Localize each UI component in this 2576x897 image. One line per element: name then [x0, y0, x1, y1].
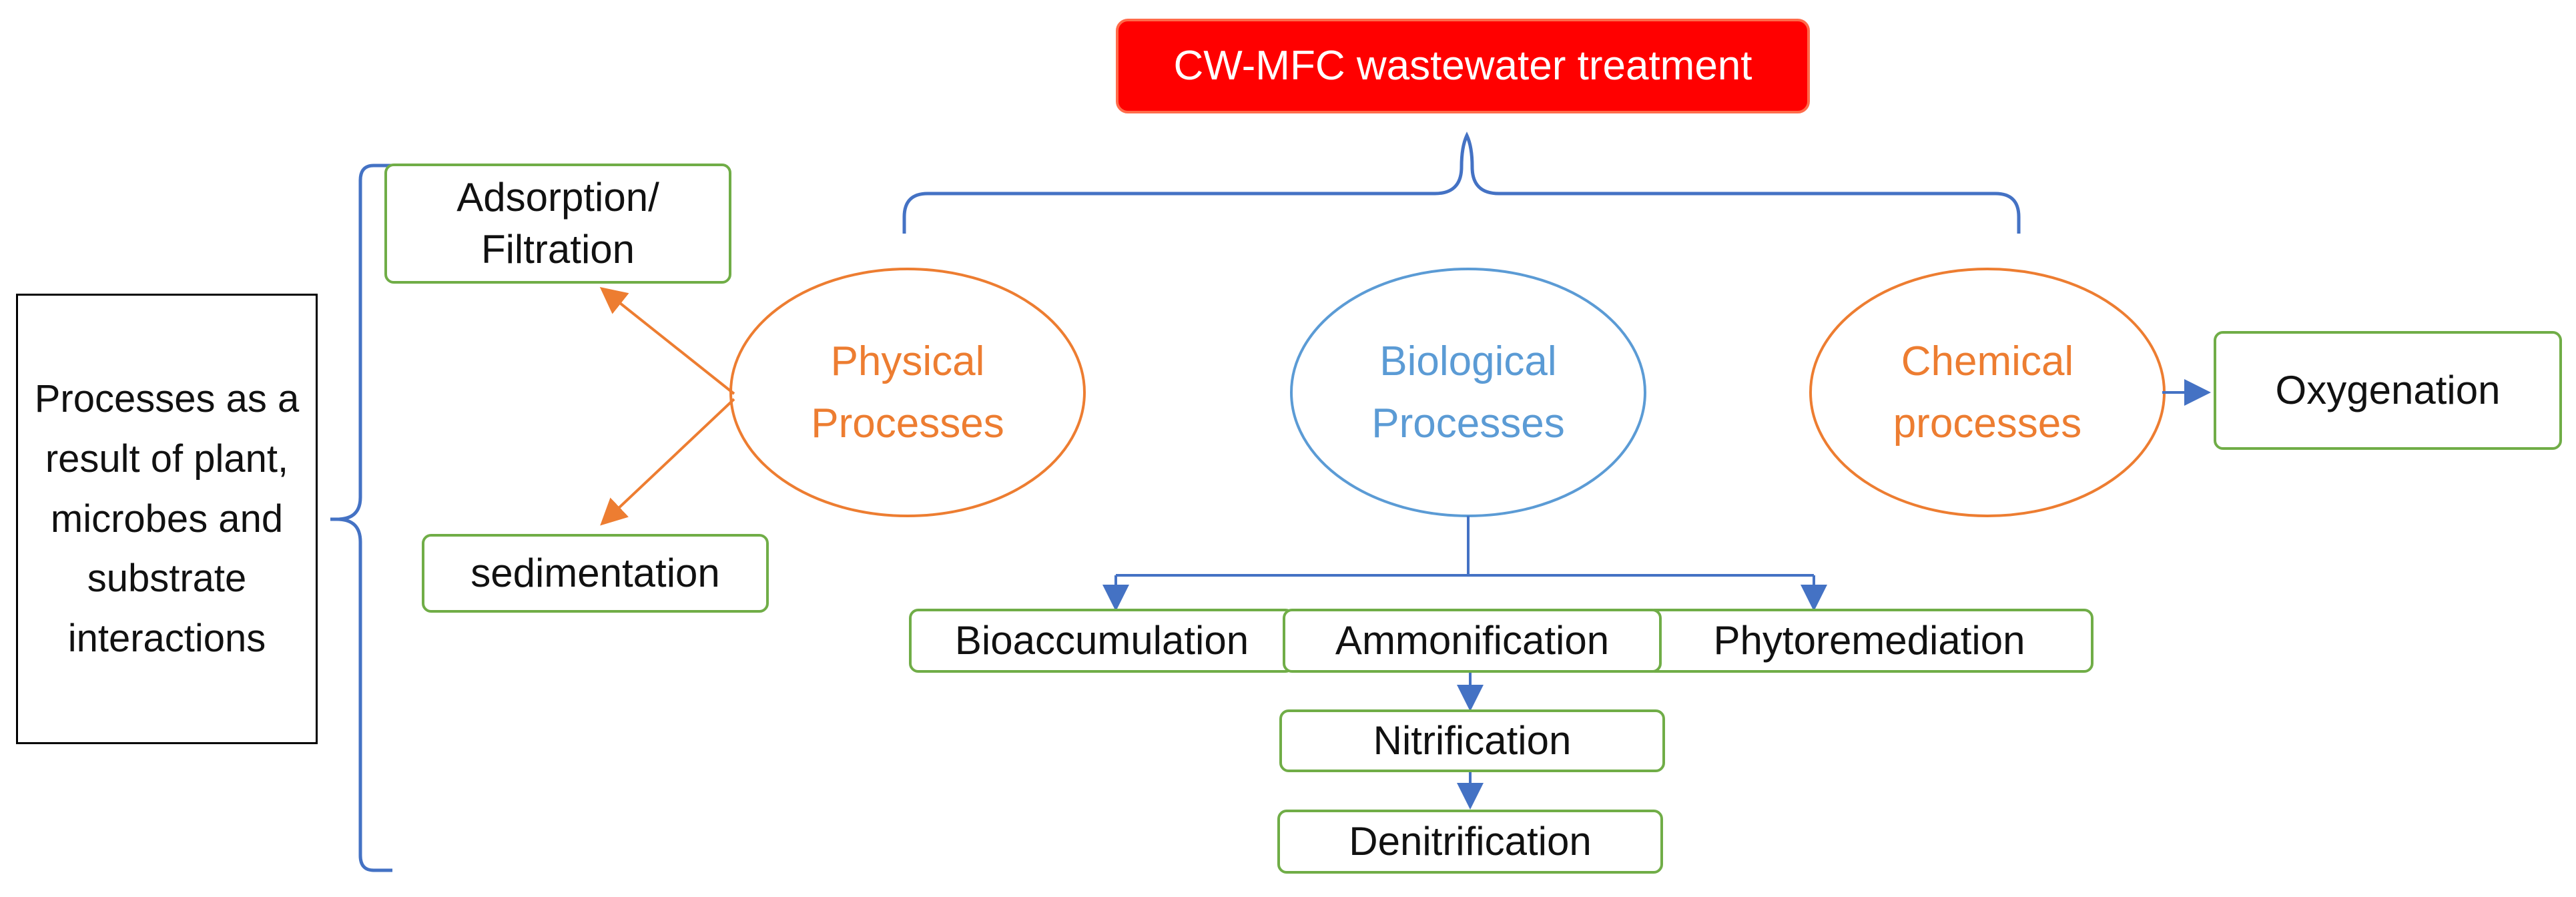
sedimentation-box: sedimentation [422, 534, 769, 613]
arrow-to-sedimentation [600, 398, 735, 526]
physical-label: Physical Processes [811, 338, 1004, 446]
denitrification-box: Denitrification [1277, 810, 1663, 874]
oxygenation-box: Oxygenation [2214, 331, 2562, 450]
ammonification-box: Ammonification [1283, 609, 1662, 673]
biological-label: Biological Processes [1371, 338, 1565, 446]
arrow-to-adsorption [599, 287, 735, 395]
side-label-text: Processes as a result of plant, microbes… [34, 376, 300, 661]
side-label-box: Processes as a result of plant, microbes… [16, 294, 318, 744]
title-text: CW-MFC wastewater treatment [1173, 42, 1752, 89]
top-brace [902, 131, 2021, 234]
bioaccumulation-box: Bioaccumulation [909, 609, 1295, 673]
adsorption-filtration-box: Adsorption/ Filtration [384, 164, 731, 284]
side-brace [330, 164, 392, 872]
phytoremediation-box: Phytoremediation [1645, 609, 2094, 673]
chemical-label: Chemical processes [1893, 338, 2082, 446]
title-box: CW-MFC wastewater treatment [1116, 19, 1810, 113]
nitrification-box: Nitrification [1279, 709, 1665, 772]
